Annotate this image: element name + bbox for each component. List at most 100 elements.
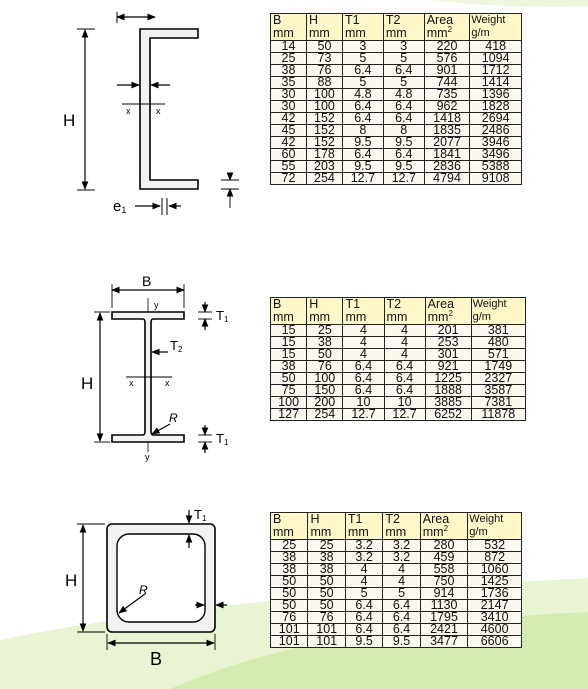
table-cell: 1130: [419, 599, 469, 612]
col-t2: T2: [382, 512, 421, 526]
ibeam-t2-label: T2: [170, 338, 183, 354]
table-cell: 4.8: [382, 88, 425, 101]
table-cell: 12.7: [383, 408, 426, 421]
table-cell: 2836: [423, 160, 471, 173]
unit-mm: mm: [305, 27, 343, 41]
table-cell: 8: [382, 124, 425, 137]
table-cell: 11878: [470, 408, 527, 421]
square-t1-label: T1: [194, 507, 207, 523]
table-cell: 4: [383, 336, 426, 349]
table-cell: 6.4: [342, 360, 385, 373]
table-cell: 152: [305, 112, 343, 125]
table-cell: 6.4: [382, 623, 421, 636]
table-cell: 1225: [424, 372, 472, 385]
col-weight: Weight: [470, 297, 527, 311]
unit-area: mm2: [423, 26, 471, 41]
table-cell: 1736: [467, 587, 522, 600]
table-cell: 6.4: [341, 112, 384, 125]
table-cell: 38: [269, 360, 308, 373]
table-cell: 9.5: [341, 136, 384, 149]
table-cell: 2147: [467, 599, 522, 612]
col-t1: T1: [342, 297, 385, 311]
table-cell: 152: [305, 124, 343, 137]
table-cell: 76: [305, 64, 343, 77]
square-r-label: R: [139, 583, 148, 597]
unit-mm: mm: [269, 311, 308, 325]
table-cell: 201: [424, 324, 472, 337]
table-cell: 88: [305, 76, 343, 89]
table-cell: 6.4: [382, 148, 425, 161]
table-cell: 38: [270, 64, 307, 77]
table-cell: 9.5: [344, 635, 384, 648]
channel-spec-table: B H T1 T2 Area Weight mm mm mm mm mm2 g/…: [270, 13, 522, 185]
table-cell: 38: [306, 336, 344, 349]
col-t2: T2: [382, 13, 425, 27]
table-cell: 10: [383, 396, 426, 409]
square-h-label: H: [65, 571, 77, 590]
table-cell: 15: [269, 324, 308, 337]
table-cell: 1835: [423, 124, 471, 137]
table-cell: 1060: [467, 563, 522, 576]
table-cell: 6252: [424, 408, 472, 421]
ibeam-b-label: B: [142, 273, 151, 289]
table-cell: 100: [305, 100, 343, 113]
table-cell: 1396: [469, 88, 522, 101]
table-cell: 1828: [469, 100, 522, 113]
col-t1: T1: [341, 13, 384, 27]
table-cell: 100: [306, 372, 344, 385]
table-cell: 3885: [424, 396, 472, 409]
table-cell: 4: [344, 563, 384, 576]
table-cell: 6.4: [382, 100, 425, 113]
unit-area: mm2: [419, 525, 469, 540]
col-h: H: [307, 512, 346, 526]
square-tube-spec-table: B H T1 T2 Area Weight mm mm mm mm mm2 g/…: [269, 512, 522, 648]
table-cell: 254: [305, 172, 343, 185]
table-cell: 1795: [419, 611, 469, 624]
table-cell: 5388: [469, 160, 522, 173]
table-cell: 6.4: [382, 112, 425, 125]
table-cell: 3.2: [382, 551, 421, 564]
table-cell: 735: [423, 88, 471, 101]
unit-mm: mm: [382, 27, 425, 41]
unit-mm: mm: [382, 526, 421, 540]
table-cell: 3: [382, 40, 425, 53]
table-cell: 4794: [423, 172, 471, 185]
table-cell: 101: [307, 635, 346, 648]
channel-h-label: H: [63, 111, 75, 130]
table-cell: 5: [382, 587, 421, 600]
ibeam-y-bottom: y: [145, 452, 150, 462]
table-cell: 30: [270, 100, 307, 113]
unit-mm: mm: [306, 311, 344, 325]
table-cell: 60: [270, 148, 307, 161]
table-cell: 872: [467, 551, 522, 564]
table-cell: 1841: [423, 148, 471, 161]
col-area: Area: [419, 512, 469, 526]
table-cell: 150: [306, 384, 344, 397]
square-tube-diagram: H B R T1: [65, 507, 227, 669]
unit-area: mm2: [424, 310, 472, 325]
table-cell: 962: [423, 100, 471, 113]
table-cell: 50: [269, 587, 309, 600]
table-cell: 2486: [469, 124, 522, 137]
table-cell: 3496: [469, 148, 522, 161]
table-cell: 73: [305, 52, 343, 65]
channel-x-right: x: [156, 106, 161, 116]
table-cell: 6.4: [382, 599, 421, 612]
col-weight: Weight: [469, 13, 522, 27]
table-cell: 12.7: [382, 172, 425, 185]
table-cell: 558: [419, 563, 469, 576]
table-cell: 921: [424, 360, 472, 373]
table-cell: 7381: [470, 396, 527, 409]
col-b: B: [269, 297, 308, 311]
